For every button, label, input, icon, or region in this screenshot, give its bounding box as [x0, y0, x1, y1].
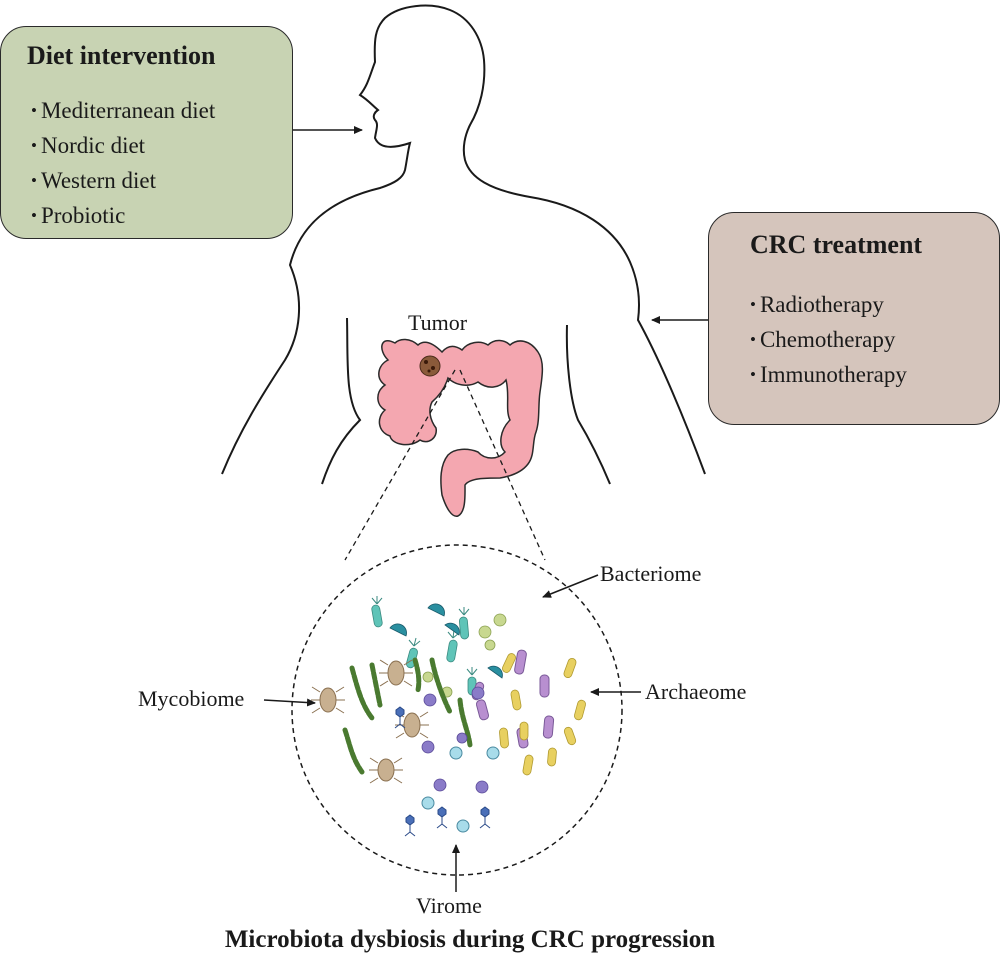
green-cocci [422, 613, 507, 698]
microbiota-zoom-circle [291, 544, 623, 876]
treatment-item-chemotherapy: Chemotherapy [750, 322, 907, 357]
light-blue-virus-particles [421, 746, 500, 833]
tumor-mass [419, 355, 441, 377]
diet-intervention-list: Mediterranean diet Nordic diet Western d… [31, 93, 215, 233]
diet-item-nordic: Nordic diet [31, 128, 215, 163]
figure-caption: Microbiota dysbiosis during CRC progress… [224, 926, 716, 953]
yellow-rod-bacteria [499, 653, 586, 776]
human-silhouette [221, 4, 706, 475]
zoom-line-right [459, 369, 546, 561]
crc-treatment-list: Radiotherapy Chemotherapy Immunotherapy [750, 287, 907, 392]
left-outer-arm [222, 360, 285, 474]
crc-treatment-box: CRC treatment Radiotherapy Chemotherapy … [708, 212, 1000, 425]
colon [377, 338, 544, 517]
crc-treatment-title: CRC treatment [750, 230, 923, 259]
diet-intervention-title: Diet intervention [27, 41, 216, 70]
tumor-label: Tumor [408, 310, 468, 335]
right-arm-inner-line [565, 324, 611, 485]
diet-item-probiotic: Probiotic [31, 198, 215, 233]
green-chain-bacteria [342, 657, 473, 775]
diet-item-mediterranean: Mediterranean diet [31, 93, 215, 128]
left-arm-inner-line [321, 317, 362, 485]
mycobiome-arrow [263, 698, 316, 707]
mycobiome-label: Mycobiome [138, 686, 245, 711]
teal-flagellated-bacteria [371, 604, 477, 696]
archaeome-label: Archaeome [645, 679, 747, 704]
treatment-item-radiotherapy: Radiotherapy [750, 287, 907, 322]
diet-intervention-box: Diet intervention Mediterranean diet Nor… [0, 26, 293, 239]
treatment-item-immunotherapy: Immunotherapy [750, 357, 907, 392]
fungi-cells [319, 660, 421, 782]
dark-teal-bacteria [389, 603, 503, 679]
bacteriome-label: Bacteriome [600, 561, 702, 586]
violet-virus-particles [421, 686, 489, 794]
diet-item-western: Western diet [31, 163, 215, 198]
bacteriome-arrow [542, 574, 599, 598]
bacteriophages [394, 706, 491, 837]
virome-label: Virome [416, 893, 482, 918]
zoom-line-left [344, 369, 456, 561]
